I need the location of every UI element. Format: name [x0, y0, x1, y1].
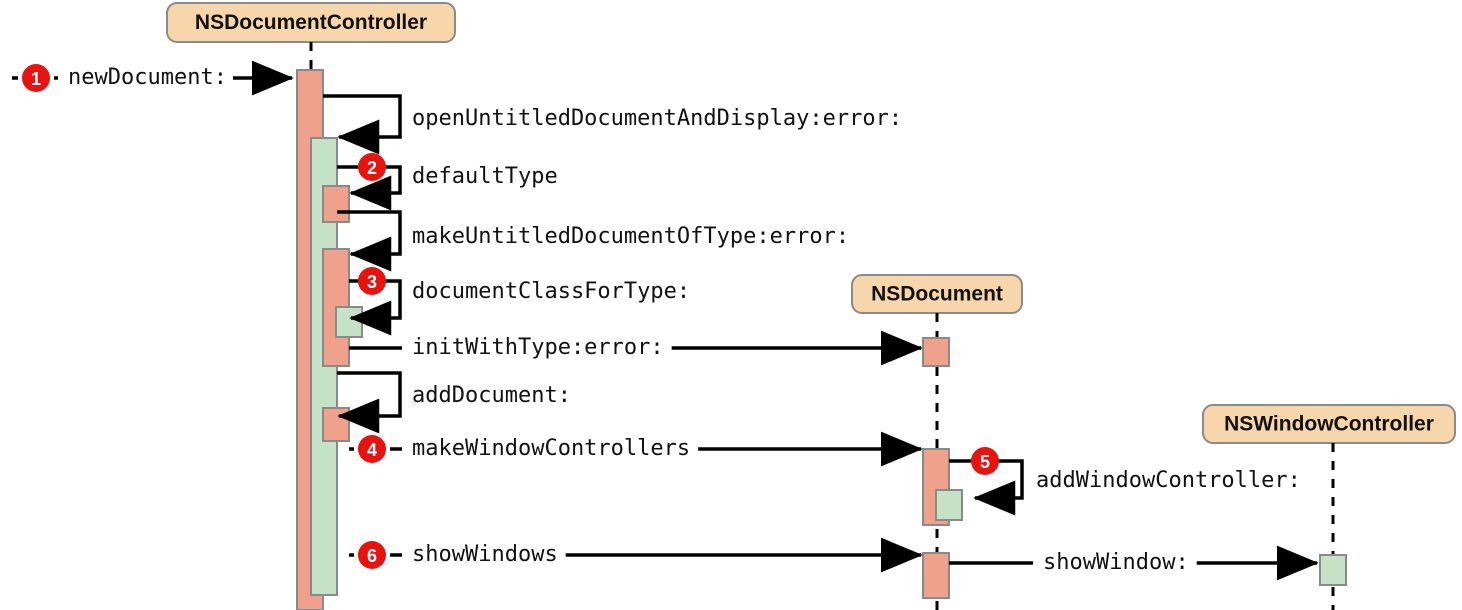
step-badge-number-4: 4: [367, 440, 377, 460]
self-call-arrow-1: [323, 94, 402, 155]
step-badge-circle-3: [358, 267, 386, 295]
lifeline-windowcontroller: NSWindowController: [1202, 404, 1456, 610]
message-labels-layer: newDocument: openUntitledDocumentAndDispl…: [68, 65, 1301, 575]
step-badge-circle-4: [358, 435, 386, 463]
self-call-arrow-3: [337, 210, 402, 272]
step-badge-3[interactable]: 3: [358, 267, 386, 295]
step-badge-circle-1: [22, 64, 50, 92]
lifeline-title-document: NSDocument: [871, 283, 1003, 306]
message-label-2: defaultType: [412, 164, 558, 189]
step-badges-layer: 1 2 3 4 5 6: [22, 64, 999, 569]
step-badge-number-5: 5: [980, 452, 990, 472]
step-badge-number-3: 3: [367, 272, 377, 292]
activation-bar-document-9: [922, 552, 950, 599]
message-label-5: initWithType:error:: [412, 335, 664, 360]
activation-bar-windowcontroller-10: [1319, 554, 1347, 586]
step-badge-2[interactable]: 2: [358, 153, 386, 181]
messages-layer: [12, 60, 1319, 581]
step-badge-5[interactable]: 5: [971, 447, 999, 475]
step-badge-number-6: 6: [367, 546, 377, 566]
lifeline-title-windowcontroller: NSWindowController: [1224, 413, 1434, 436]
activation-bar-controller-5: [322, 407, 350, 442]
message-label-9: showWindows: [412, 542, 558, 567]
message-label-3: makeUntitledDocumentOfType:error:: [412, 224, 849, 249]
message-label-7: makeWindowControllers: [412, 436, 690, 461]
step-badge-number-2: 2: [367, 158, 377, 178]
activation-bar-document-6: [922, 337, 950, 367]
message-label-10: showWindow:: [1043, 550, 1189, 575]
activation-bar-controller-4: [335, 306, 363, 338]
message-label-8: addWindowController:: [1036, 468, 1301, 493]
lifeline-header-box-windowcontroller[interactable]: [1202, 404, 1456, 444]
lifeline-title-controller: NSDocumentController: [195, 11, 427, 34]
message-label-4: documentClassForType:: [412, 279, 690, 304]
step-badge-circle-2: [358, 153, 386, 181]
activation-bar-controller-2: [322, 185, 350, 223]
message-label-1: openUntitledDocumentAndDisplay:error:: [412, 106, 902, 131]
step-badge-number-1: 1: [31, 69, 41, 89]
step-badge-circle-6: [358, 541, 386, 569]
step-badge-circle-5: [971, 447, 999, 475]
step-badge-4[interactable]: 4: [358, 435, 386, 463]
step-badge-6[interactable]: 6: [358, 541, 386, 569]
self-call-arrow-6: [337, 371, 402, 434]
message-label-0: newDocument:: [68, 65, 227, 90]
step-badge-1[interactable]: 1: [22, 64, 50, 92]
message-label-6: addDocument:: [412, 383, 571, 408]
activation-bar-document-8: [935, 489, 963, 521]
